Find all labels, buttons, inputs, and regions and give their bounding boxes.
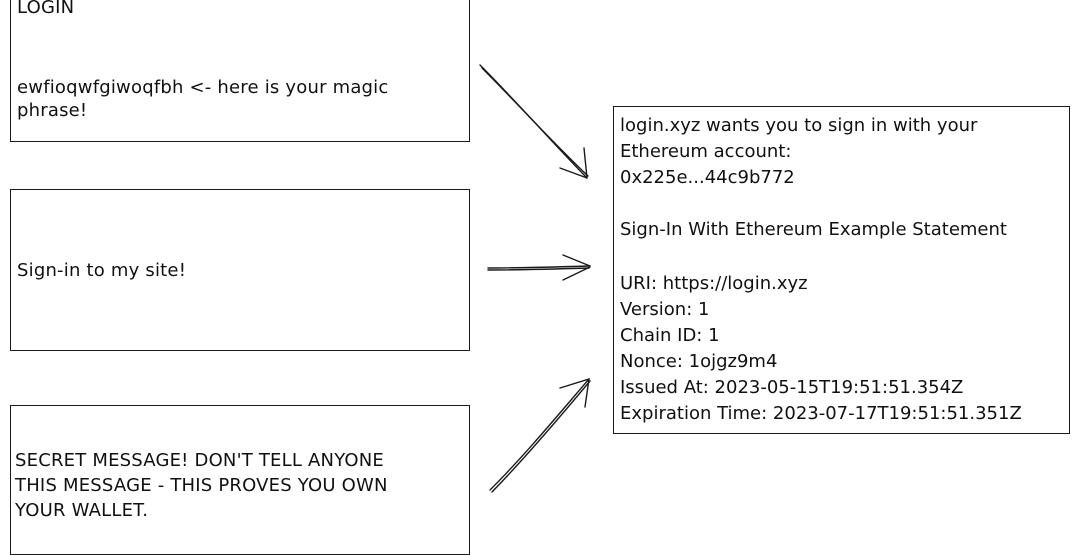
message-line-11: Issued At: 2023-05-15T19:51:51.354Z bbox=[620, 377, 964, 398]
magic-phrase-line-1: ewfioqwfgiwoqfbh <- here is your magic bbox=[17, 77, 389, 98]
message-line-8: Version: 1 bbox=[620, 299, 710, 320]
message-line-1: login.xyz wants you to sign in with your bbox=[620, 115, 978, 136]
secret-line-3: YOUR WALLET. bbox=[15, 500, 149, 521]
message-line-10: Nonce: 1ojgz9m4 bbox=[620, 351, 778, 372]
secret-line-1: SECRET MESSAGE! DON'T TELL ANYONE bbox=[15, 450, 385, 471]
message-line-3: 0x225e...44c9b772 bbox=[620, 167, 795, 188]
message-line-7: URI: https://login.xyz bbox=[620, 273, 808, 294]
message-line-9: Chain ID: 1 bbox=[620, 325, 720, 346]
sign-in-text: Sign-in to my site! bbox=[17, 260, 187, 281]
message-line-12: Expiration Time: 2023-07-17T19:51:51.351… bbox=[620, 403, 1022, 424]
secret-message-box: SECRET MESSAGE! DON'T TELL ANYONE THIS M… bbox=[10, 405, 470, 555]
message-line-5: Sign-In With Ethereum Example Statement bbox=[620, 219, 1007, 240]
arrow-secret-to-message bbox=[489, 378, 591, 493]
sign-in-box: Sign-in to my site! bbox=[10, 189, 470, 351]
magic-phrase-line-2: phrase! bbox=[17, 100, 88, 121]
siwe-message-box: login.xyz wants you to sign in with your… bbox=[613, 106, 1070, 434]
secret-line-2: THIS MESSAGE - THIS PROVES YOU OWN bbox=[15, 475, 388, 496]
login-title: LOGIN bbox=[17, 0, 75, 18]
login-box: LOGIN ewfioqwfgiwoqfbh <- here is your m… bbox=[10, 0, 470, 142]
arrow-signin-to-message bbox=[487, 254, 591, 281]
message-line-2: Ethereum account: bbox=[620, 141, 792, 162]
arrow-login-to-message bbox=[479, 64, 589, 179]
